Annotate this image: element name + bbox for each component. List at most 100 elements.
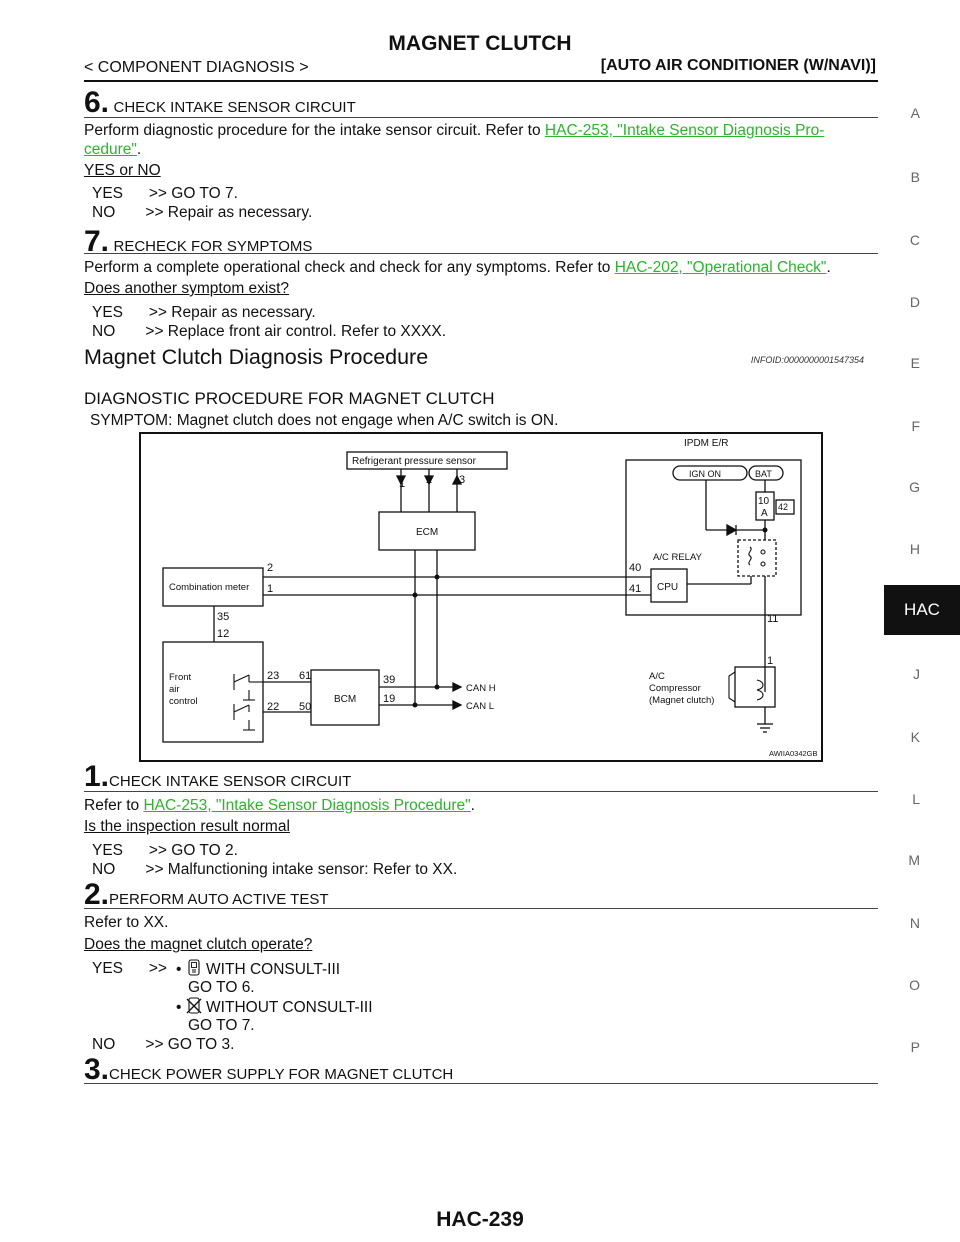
side-tab-o[interactable]: O [909,977,920,993]
pin-label: 19 [383,693,395,705]
info-id: INFOID:0000000001547354 [750,355,864,365]
compressor-label: (Magnet clutch) [649,695,714,706]
fuse-number-label: 42 [778,502,788,512]
bullet-label: WITHOUT CONSULT-III [206,999,373,1016]
procedure-heading: DIAGNOSTIC PROCEDURE FOR MAGNET CLUTCH [84,389,495,408]
step-7-body: Perform a complete operational check and… [84,258,831,277]
step-2-heading: 2.PERFORM AUTO ACTIVE TEST [84,878,329,912]
step-divider [84,908,878,909]
side-tab-g[interactable]: G [909,479,920,495]
step-2-yes-answer: YES >> [92,960,167,977]
bullet-with-consult: • WITH CONSULT-III [176,959,341,978]
step-2-body: Refer to XX. [84,914,169,931]
fuse-unit-label: A [761,508,768,519]
pin-label: 1 [267,583,273,595]
ecm-label: ECM [416,527,438,538]
ipdm-label: IPDM E/R [684,438,728,449]
answer-no: NO >> Malfunctioning intake sensor: Refe… [92,861,458,878]
side-tab-h[interactable]: H [909,541,920,557]
goto-7: GO TO 7. [188,1017,255,1034]
step-3-heading: 3.CHECK POWER SUPPLY FOR MAGNET CLUTCH [84,1053,453,1087]
no-consult-icon [186,997,202,1014]
bat-label-box [748,465,784,481]
bullet-label: WITH CONSULT-III [206,961,341,978]
pin-label: 1 [399,478,405,490]
side-tab-j[interactable]: J [913,666,920,682]
answer-yes: YES >> Repair as necessary. [92,304,316,321]
compressor-box [734,666,776,708]
side-tab-c[interactable]: C [909,232,920,248]
step-divider [84,117,878,118]
link-intake-sensor-diagnosis[interactable]: HAC-253, "Intake Sensor Diagnosis Pro- [544,122,825,139]
side-tab-k[interactable]: K [910,729,920,745]
front-air-control-label: control [169,696,198,707]
pin-label: 11 [767,613,778,625]
cpu-label: CPU [657,582,678,593]
side-tab-f[interactable]: F [911,418,920,434]
pin-label: 61 [299,670,311,682]
answer-no: NO >> Repair as necessary. [92,204,313,221]
step-6-heading: 6. CHECK INTAKE SENSOR CIRCUIT [84,86,356,120]
link-intake-sensor-diagnosis-cont[interactable]: cedure" [84,141,137,158]
side-tab-d[interactable]: D [909,294,920,310]
side-tab-e[interactable]: E [910,355,920,371]
step-6-question: YES or NO [84,162,161,179]
pin-label: 2 [267,562,273,574]
step-divider [84,253,878,254]
side-tab-l[interactable]: L [912,791,920,807]
step-1-question: Is the inspection result normal [84,818,290,835]
combination-meter-label: Combination meter [169,582,249,593]
goto-6: GO TO 6. [188,979,255,996]
fuse-amp-label: 10 [758,496,770,507]
bat-label: BAT [755,469,772,479]
ipdm-box [625,459,802,616]
step-2-question: Does the magnet clutch operate? [84,936,313,953]
bcm-box [310,669,380,726]
side-tab-a[interactable]: A [910,105,920,121]
pin-label: 35 [217,611,229,623]
answer-yes: YES >> GO TO 2. [92,842,238,859]
side-tab-m[interactable]: M [908,852,920,868]
side-tab-b[interactable]: B [910,169,920,185]
consult-icon [188,959,200,976]
step-7-heading: 7. RECHECK FOR SYMPTOMS [84,225,312,259]
body-text: Perform diagnostic procedure for the int… [84,122,545,139]
page-title: MAGNET CLUTCH [388,32,572,55]
answer-yes: YES >> GO TO 7. [92,185,238,202]
symptom-text: SYMPTOM: Magnet clutch does not engage w… [90,412,559,429]
ign-on-label-box [672,465,748,481]
side-tab-p[interactable]: P [910,1039,920,1055]
step-title: CHECK INTAKE SENSOR CIRCUIT [113,99,356,116]
link-intake-sensor-procedure[interactable]: HAC-253, "Intake Sensor Diagnosis Proced… [143,797,471,814]
combination-meter-box [162,567,264,607]
step-number: 7. [84,225,110,258]
pin-label: 39 [383,674,395,686]
pin-label: 22 [267,701,279,713]
side-tab-hac-active[interactable]: HAC [884,585,960,635]
step-1-answers: YES >> GO TO 2. NO >> Malfunctioning inta… [92,841,457,879]
link-operational-check[interactable]: HAC-202, "Operational Check" [614,259,827,276]
step-number: 1. [84,760,110,793]
step-title: CHECK INTAKE SENSOR CIRCUIT [109,773,352,790]
body-text: Refer to [84,797,144,814]
side-tab-n[interactable]: N [909,915,920,931]
step-7-question: Does another symptom exist? [84,280,290,297]
can-l-label: CAN L [466,701,494,712]
step-7-answers: YES >> Repair as necessary.NO >> Replace… [92,303,446,341]
header-divider [84,80,878,82]
ecm-box [378,511,476,551]
page-number: HAC-239 [436,1208,524,1231]
section-title: Magnet Clutch Diagnosis Procedure [84,345,429,369]
step-number: 3. [84,1053,110,1086]
pin-label: 41 [629,583,641,595]
bullet-without-consult: • WITHOUT CONSULT-III [176,997,373,1016]
pin-label: 23 [267,670,279,682]
refrigerant-sensor-box [346,451,508,470]
body-text: . [470,797,475,814]
ac-relay-label: A/C RELAY [653,552,703,563]
compressor-label: A/C [649,671,665,682]
step-number: 6. [84,86,110,119]
front-air-control-label: air [169,684,180,695]
refrigerant-sensor-label: Refrigerant pressure sensor [352,456,477,467]
body-text: Perform a complete operational check and… [84,259,615,276]
